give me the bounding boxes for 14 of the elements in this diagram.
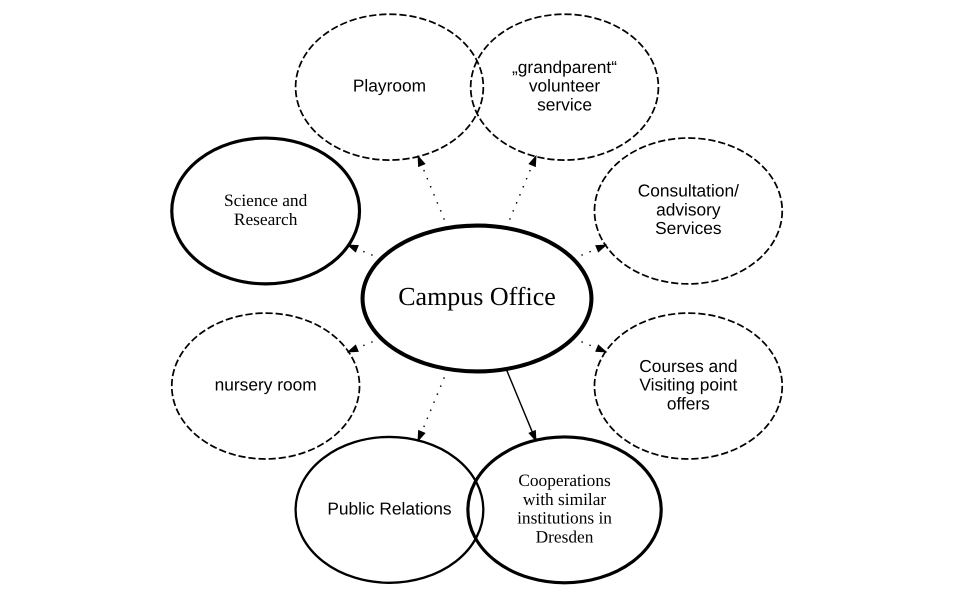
arrow [572,244,607,260]
arrow [417,369,448,442]
node-ellipse: Public Relations [294,436,484,584]
arrow [346,338,380,352]
arrow [505,154,536,228]
node-ellipse: Science and Research [170,136,361,286]
arrow [505,369,536,442]
arrow [572,338,607,352]
node-ellipse: „grandparent“ volunteer service [469,13,659,161]
arrow [417,154,448,228]
arrow [346,244,380,260]
node-ellipse: Playroom [294,13,484,161]
node-ellipse: Campus Office [360,224,593,374]
node-ellipse: Cooperations with similar institutions in Dresden [466,435,662,584]
